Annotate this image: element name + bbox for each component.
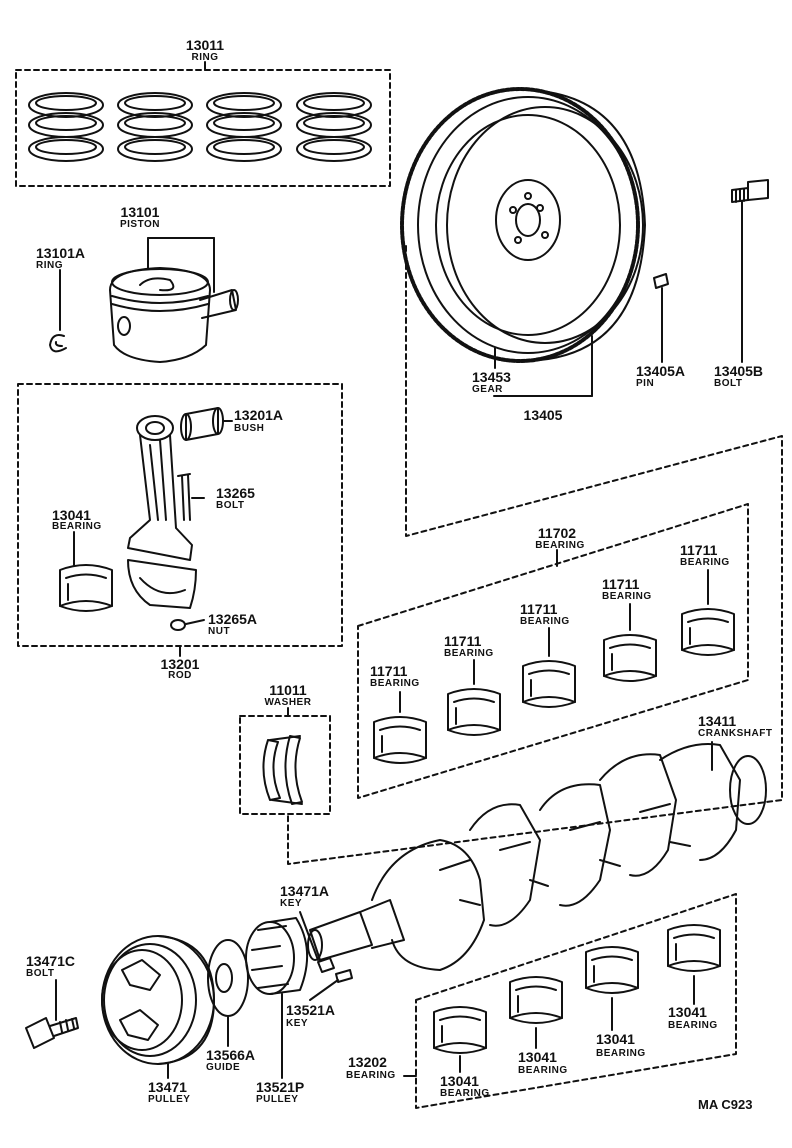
- crank-pulley-name: PULLEY: [148, 1094, 191, 1105]
- piston-ring-number: 13101A: [36, 245, 86, 261]
- crank-bearing-set-number: 13202: [348, 1054, 387, 1070]
- crank-bearing-2-name: BEARING: [518, 1065, 568, 1076]
- rod-name: ROD: [168, 670, 192, 681]
- guide-drawing: [207, 939, 249, 1017]
- flywheel-bolt-drawing: [731, 179, 769, 203]
- crank-bearing-4-name: BEARING: [668, 1020, 718, 1031]
- timing-pulley-drawing: [245, 917, 309, 995]
- crank-bearing-3-number: 13041: [596, 1031, 635, 1047]
- crankshaft-number: 13411: [698, 713, 737, 729]
- rod-bearing-name: BEARING: [52, 521, 102, 532]
- crank-bearing-4-number: 13041: [668, 1004, 707, 1020]
- rod-number: 13201: [160, 656, 200, 672]
- flywheel-bolt-number: 13405B: [714, 363, 764, 379]
- main-bearing-2-number: 11711: [444, 633, 482, 649]
- crank-key-name: KEY: [280, 898, 303, 909]
- bush-name: BUSH: [234, 423, 265, 434]
- pulley-bolt-name: BOLT: [26, 968, 55, 979]
- main-bearing-set-name: BEARING: [535, 540, 585, 551]
- diagram-code: MA C923: [698, 1097, 753, 1112]
- ring-set-name: RING: [191, 52, 219, 63]
- timing-pulley-name: PULLEY: [256, 1094, 299, 1105]
- crankshaft-name: CRANKSHAFT: [698, 728, 773, 739]
- thrust-washer-name: WASHER: [264, 697, 312, 708]
- rod-nut-name: NUT: [208, 626, 231, 637]
- main-bearing-4-number: 11711: [602, 576, 640, 592]
- bush-number: 13201A: [234, 407, 284, 423]
- pin-drawing: [653, 273, 669, 289]
- main-bearing-3-number: 11711: [520, 601, 558, 617]
- rod-nut-number: 13265A: [208, 611, 258, 627]
- main-bearing-2-name: BEARING: [444, 648, 494, 659]
- piston-ring-name: RING: [36, 260, 63, 271]
- snap-ring-drawing: [49, 334, 67, 353]
- ring-set-group: [15, 69, 391, 187]
- pulley-key-name: KEY: [286, 1018, 309, 1029]
- pulley-bolt-drawing: [25, 1017, 79, 1049]
- ring-set-number: 13011: [185, 37, 225, 53]
- crank-bearing-3-name: BEARING: [596, 1048, 646, 1059]
- ring-gear-name: GEAR: [472, 384, 503, 395]
- ring-gear-number: 13453: [472, 369, 511, 385]
- flywheel-drawing: [400, 87, 646, 363]
- timing-pulley-number: 13521P: [256, 1079, 305, 1095]
- main-bearing-3-name: BEARING: [520, 616, 570, 627]
- crank-bearing-1-number: 13041: [440, 1073, 479, 1089]
- flywheel-number: 13405: [523, 407, 563, 423]
- flywheel-bolt-name: BOLT: [714, 378, 743, 389]
- pulley-bolt-number: 13471C: [26, 953, 76, 969]
- crank-pulley-number: 13471: [148, 1079, 187, 1095]
- piston-name: PISTON: [119, 219, 161, 230]
- crankshaft-drawing: [307, 743, 767, 971]
- crank-bearing-2-number: 13041: [518, 1049, 557, 1065]
- thrust-washer-number: 11011: [269, 682, 307, 698]
- washer-drawing: [262, 735, 303, 805]
- rod-bolt-drawing: [177, 473, 191, 521]
- connecting-rod-drawing: [127, 415, 197, 631]
- piston-number: 13101: [120, 204, 160, 220]
- rod-bolt-name: BOLT: [216, 500, 245, 511]
- crank-key-drawing: [317, 957, 335, 973]
- pulley-key-number: 13521A: [286, 1002, 336, 1018]
- crank-pulley-drawing: [101, 935, 215, 1065]
- main-bearing-1-name: BEARING: [370, 678, 420, 689]
- main-bearing-5-number: 11711: [680, 542, 718, 558]
- flywheel-pin-number: 13405A: [636, 363, 686, 379]
- main-bearing-set-number: 11702: [537, 525, 577, 541]
- crank-bearing-1-name: BEARING: [440, 1088, 490, 1099]
- crank-key-number: 13471A: [280, 883, 330, 899]
- main-bearing-4-name: BEARING: [602, 591, 652, 602]
- guide-number: 13566A: [206, 1047, 256, 1063]
- bush-drawing: [180, 407, 224, 441]
- crank-bearing-set-name: BEARING: [346, 1070, 396, 1081]
- rod-bearing-number: 13041: [52, 507, 91, 523]
- flywheel-pin-name: PIN: [636, 378, 655, 389]
- main-bearing-5-name: BEARING: [680, 557, 730, 568]
- guide-name: GUIDE: [206, 1062, 241, 1073]
- main-bearing-1-number: 11711: [370, 663, 408, 679]
- rod-bolt-number: 13265: [216, 485, 255, 501]
- piston-drawing: [109, 267, 239, 363]
